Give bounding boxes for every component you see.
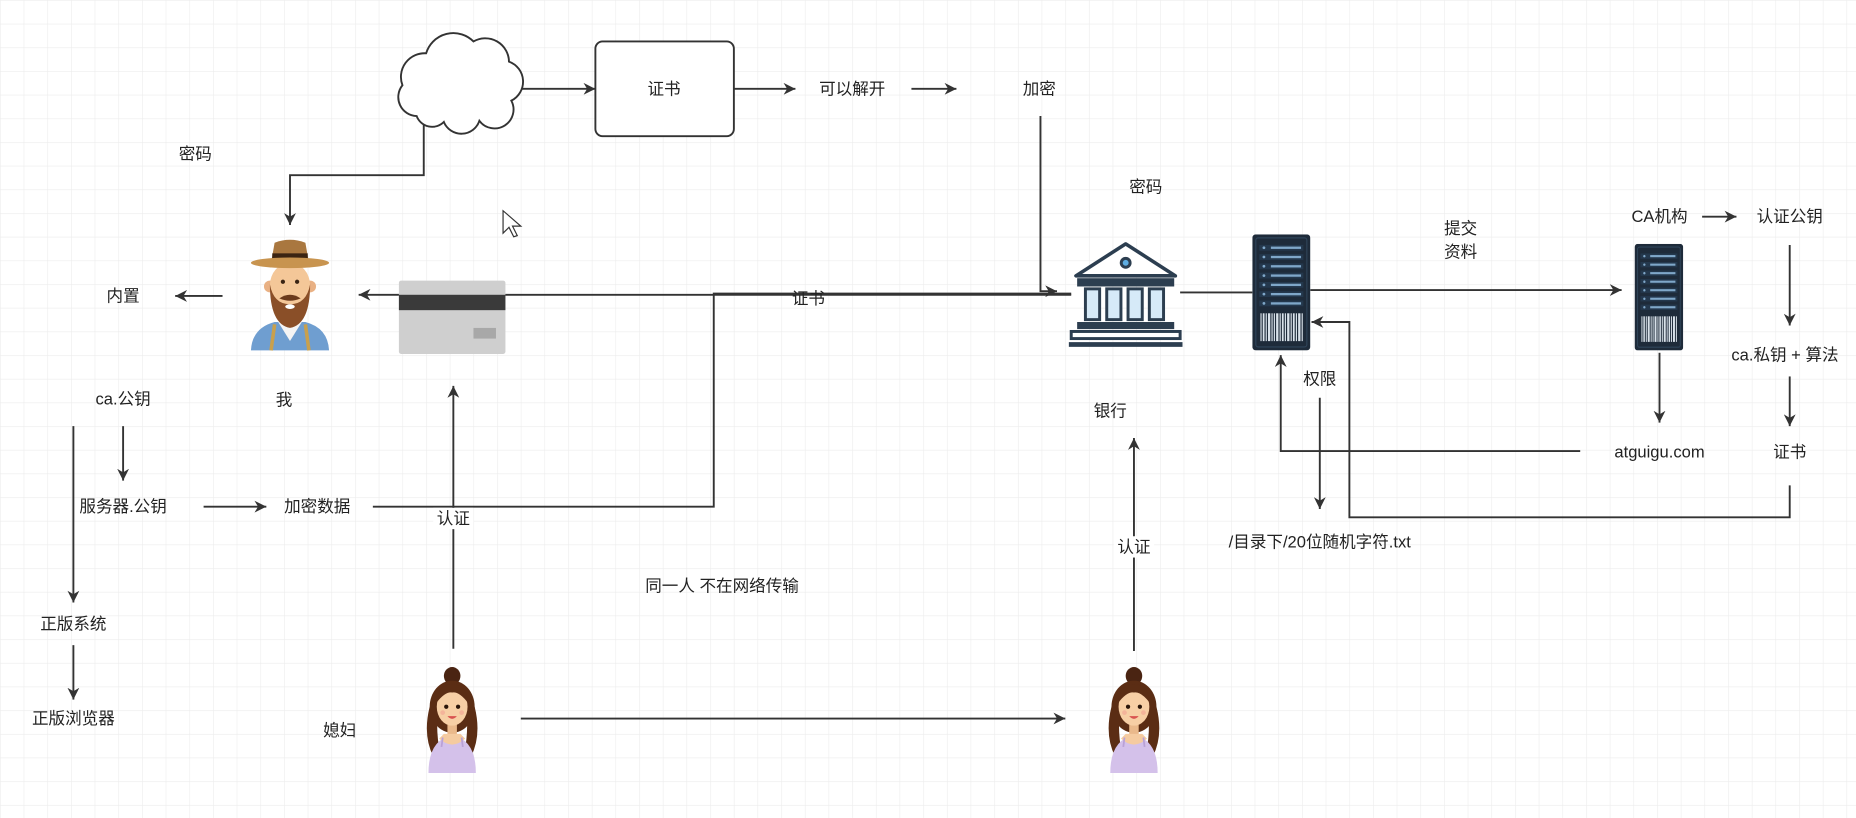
label-verify-bank-bg: [1113, 536, 1155, 558]
label-encrypted-data: 加密数据: [284, 497, 350, 516]
label-can-decrypt: 可以解开: [819, 79, 885, 98]
label-genuine-system: 正版系统: [40, 614, 106, 633]
farmer-face: [269, 262, 311, 308]
label-domain: atguigu.com: [1614, 443, 1704, 462]
edge-cert-to-server: [1311, 316, 1791, 519]
farmer-hat-band: [272, 253, 308, 260]
label-verify-bank: 认证: [1117, 537, 1150, 556]
label-ca-private-key-algorithm: ca.私钥 + 算法: [1731, 346, 1838, 365]
server-rack-icon[interactable]: [1252, 234, 1311, 351]
bank-building-icon[interactable]: [1068, 242, 1183, 347]
label-verify-public-key: 认证公钥: [1757, 207, 1823, 226]
bank-step: [1069, 329, 1182, 341]
label-wife: 媳妇: [323, 721, 356, 740]
label-server-public-key: 服务器.公钥: [79, 497, 166, 516]
label-materials: 资料: [1444, 243, 1477, 262]
bank-card-icon[interactable]: [398, 280, 506, 354]
label-same-person-note: 同一人 不在网络传输: [645, 576, 799, 595]
bank-column-1: [1083, 287, 1102, 322]
farmer-eye-left: [280, 279, 286, 284]
bank-beam: [1077, 278, 1175, 287]
farmer-strap-right: [303, 324, 311, 351]
farmer-mustache: [279, 294, 301, 301]
bank-floor: [1068, 342, 1183, 347]
cloud-icon[interactable]: [397, 32, 524, 135]
label-ca-org: CA机构: [1631, 207, 1687, 226]
label-password-bank: 密码: [1129, 178, 1162, 197]
label-bank: 银行: [1094, 401, 1127, 420]
label-password-client: 密码: [179, 144, 212, 163]
label-verify-client: 认证: [437, 509, 470, 528]
bank-column-3: [1126, 287, 1144, 322]
label-builtin: 内置: [107, 286, 140, 305]
farmer-man-icon[interactable]: [250, 239, 330, 351]
certificate-box-label: 证书: [647, 79, 680, 98]
bank-base: [1077, 322, 1175, 330]
label-submit: 提交: [1444, 219, 1477, 238]
card-magnetic-stripe: [398, 294, 506, 311]
farmer-mouth: [285, 304, 295, 309]
label-genuine-browser: 正版浏览器: [32, 709, 115, 728]
label-file-path: /目录下/20位随机字符.txt: [1229, 533, 1412, 552]
edge-domain-to-server: [1274, 355, 1581, 452]
label-encrypt: 加密: [1023, 79, 1056, 98]
label-permission: 权限: [1303, 369, 1336, 388]
mouse-pointer-icon: [502, 209, 523, 238]
farmer-shirt: [278, 322, 302, 341]
label-certificate-mid: 证书: [792, 289, 825, 308]
bank-column-4: [1147, 287, 1166, 322]
edge-cloud-to-me: [284, 118, 425, 225]
card-chip: [473, 327, 496, 339]
bank-emblem-center: [1122, 259, 1129, 266]
ca-server-rack-icon[interactable]: [1634, 243, 1684, 351]
label-ca-public-key: ca.公钥: [95, 389, 150, 408]
label-verify-client-bg: [433, 507, 474, 530]
bank-column-2: [1105, 287, 1123, 322]
farmer-hat-brim: [250, 257, 330, 269]
edge-encrypt-to-bank: [1039, 116, 1058, 298]
certificate-box[interactable]: 证书: [594, 40, 735, 138]
label-certificate-ca: 证书: [1773, 443, 1806, 462]
label-me: 我: [276, 391, 293, 410]
card-body: [398, 280, 506, 354]
edge-encrypted-data-to-bank: [372, 292, 1072, 508]
farmer-strap-left: [269, 324, 277, 351]
certificate-box-frame[interactable]: [594, 40, 735, 138]
farmer-eye-right: [294, 279, 300, 284]
